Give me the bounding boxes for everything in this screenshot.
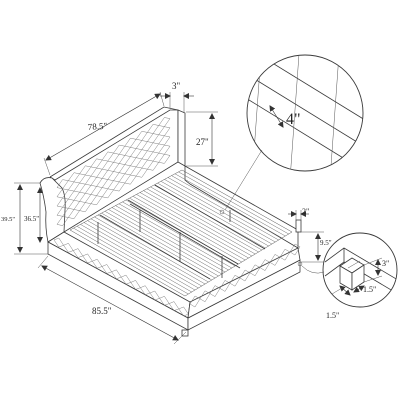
- label-headboard-top-height: 27": [196, 137, 209, 147]
- label-detail-leg-width: 1.5": [363, 285, 376, 294]
- label-frame-height: 9.5": [320, 239, 332, 247]
- label-side-height: 36.5": [24, 215, 39, 223]
- label-leg-width: 2": [302, 207, 309, 216]
- label-detail-leg-height: 3": [382, 259, 389, 268]
- label-headboard-thickness: 3": [172, 81, 181, 91]
- dimension-labels: 78.5" 3" 27" 39.5" 36.5" 85.5" 2" 9.5" 4…: [1, 81, 389, 320]
- dimension-lines: [14, 91, 324, 345]
- label-headboard-width: 78.5": [87, 121, 107, 132]
- label-bed-length: 85.5": [92, 306, 112, 316]
- label-detail-leg-depth: 1.5": [326, 311, 339, 320]
- leg-front-right: [295, 219, 302, 233]
- detail-circle-leg: [297, 232, 398, 308]
- label-detail-spacing: 4": [286, 111, 301, 128]
- headboard-wing-left: [39, 177, 66, 243]
- label-total-height: 39.5": [1, 216, 15, 223]
- slat-frame: [69, 169, 293, 297]
